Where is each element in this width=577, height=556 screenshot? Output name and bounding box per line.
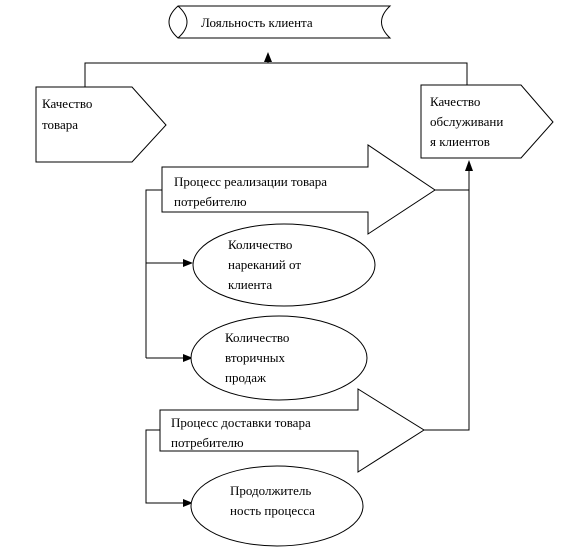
connector-processes-to-service — [424, 171, 470, 431]
sales-process-line-1: Процесс реализации товара — [174, 174, 327, 189]
complaints-node — [192, 223, 376, 307]
product-quality-line-1: Качество — [42, 96, 92, 111]
arrowhead-to-loyalty — [264, 52, 272, 62]
loyalty-node-curve — [177, 5, 188, 39]
repeat-sales-line-3: продаж — [225, 370, 267, 385]
complaints-label: Количество нареканий от клиента — [228, 237, 304, 292]
complaints-line-3: клиента — [228, 277, 272, 292]
repeat-sales-label: Количество вторичных продаж — [225, 330, 293, 385]
service-quality-label: Качество обслуживани я клиентов — [430, 94, 507, 149]
delivery-process-node — [159, 388, 425, 473]
connector-sales-metrics — [145, 189, 183, 359]
loyalty-node — [168, 5, 392, 39]
loyalty-label: Лояльность клиента — [201, 15, 313, 30]
duration-label: Продолжитель ность процесса — [230, 483, 315, 518]
duration-node — [190, 465, 364, 547]
duration-line-1: Продолжитель — [230, 483, 311, 498]
product-quality-line-2: товара — [42, 117, 78, 132]
service-quality-line-1: Качество — [430, 94, 480, 109]
arrowhead-to-service — [465, 160, 473, 171]
product-quality-node — [35, 86, 167, 163]
delivery-process-line-2: потребителю — [171, 435, 244, 450]
repeat-sales-line-2: вторичных — [225, 350, 286, 365]
sales-process-line-2: потребителю — [174, 194, 247, 209]
sales-process-label: Процесс реализации товара потребителю — [174, 174, 330, 209]
service-quality-line-3: я клиентов — [430, 134, 490, 149]
repeat-sales-node — [190, 315, 368, 401]
connector-delivery-metric — [145, 429, 183, 504]
arrowhead-to-repeat-sales — [183, 354, 193, 362]
sales-process-node — [161, 144, 436, 235]
service-quality-node — [420, 84, 554, 159]
arrowhead-to-duration — [183, 499, 193, 507]
service-quality-line-2: обслуживани — [430, 114, 503, 129]
product-quality-label: Качество товара — [42, 96, 96, 132]
arrowhead-to-complaints — [183, 259, 193, 267]
complaints-line-2: нареканий от — [228, 257, 301, 272]
delivery-process-line-1: Процесс доставки товара — [171, 415, 311, 430]
delivery-process-label: Процесс доставки товара потребителю — [171, 415, 314, 450]
duration-line-2: ность процесса — [230, 503, 315, 518]
complaints-line-1: Количество — [228, 237, 292, 252]
repeat-sales-line-1: Количество — [225, 330, 289, 345]
connector-branches-to-loyalty — [84, 62, 468, 87]
